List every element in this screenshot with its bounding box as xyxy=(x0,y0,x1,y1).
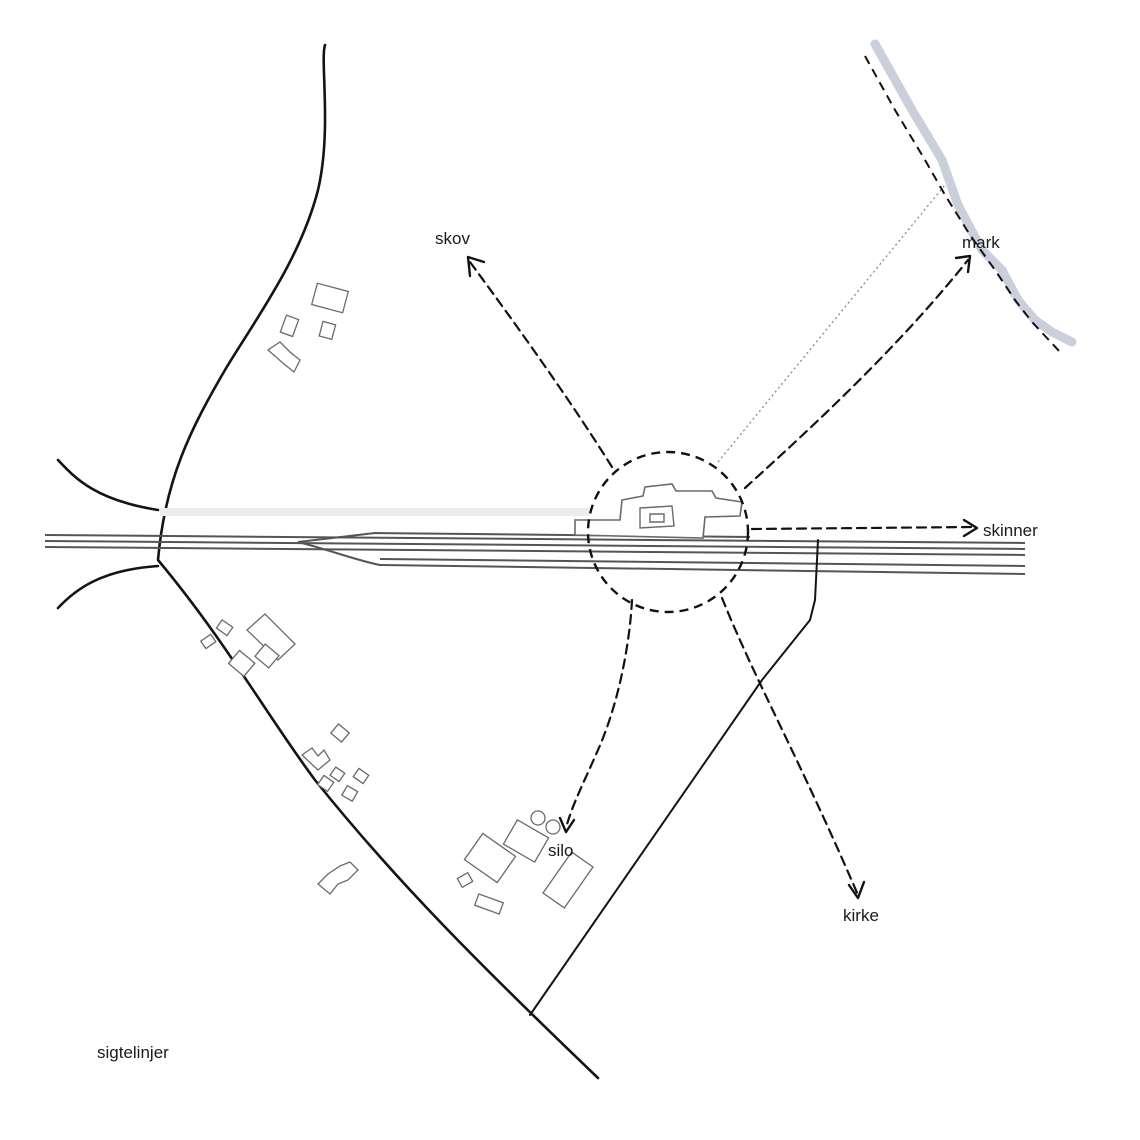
road-branch-upper xyxy=(56,458,160,512)
label-kirke: kirke xyxy=(843,906,879,925)
main-road xyxy=(156,43,600,1080)
sightline-kirke xyxy=(720,596,866,900)
station-sight-circle xyxy=(586,450,750,614)
label-mark: mark xyxy=(962,233,1000,252)
silo-cluster xyxy=(456,810,594,915)
sightline-skov xyxy=(466,255,614,469)
station-courtyard xyxy=(639,505,675,529)
side-road xyxy=(529,539,819,1016)
label-skov: skov xyxy=(435,229,470,248)
label-silo: silo xyxy=(548,841,574,860)
sightline-mark xyxy=(743,254,972,490)
sightline-skinner xyxy=(750,518,979,538)
houses-west xyxy=(199,613,296,678)
houses-north xyxy=(266,282,350,374)
sightline-silo xyxy=(558,598,634,834)
caption: sigtelinjer xyxy=(97,1043,169,1062)
forest-edge-band xyxy=(870,39,1077,347)
dotted-link xyxy=(717,184,946,463)
platform xyxy=(160,508,590,516)
railway xyxy=(44,531,1026,575)
road-branch-lower xyxy=(56,564,160,610)
houses-south xyxy=(300,722,370,895)
label-skinner: skinner xyxy=(983,521,1038,540)
field-boundary-line xyxy=(864,55,1061,353)
